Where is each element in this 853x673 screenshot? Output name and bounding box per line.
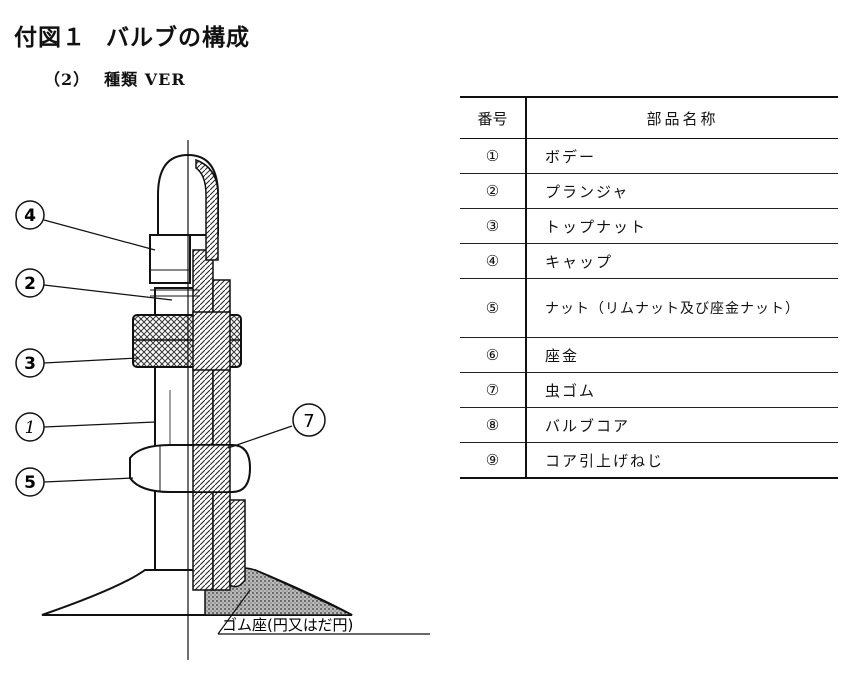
callout-label: 2 (24, 274, 36, 294)
figure-subtitle: （2） 種類 VER (44, 66, 186, 90)
column-header-name: 部品名称 (526, 96, 838, 139)
part-name: ボデー (526, 138, 838, 174)
column-header-number: 番号 (460, 96, 527, 139)
part-number: ③ (460, 208, 527, 244)
part-number: ⑨ (460, 442, 527, 479)
callout-5: 5 (15, 467, 45, 497)
callout-2: 2 (15, 268, 45, 298)
part-name: プランジャ (526, 173, 838, 209)
part-name: キャップ (526, 243, 838, 279)
part-name: 座金 (526, 337, 838, 373)
callout-7: 7 (292, 403, 326, 437)
part-name: コア引上げねじ (526, 442, 838, 479)
part-number: ⑥ (460, 337, 527, 373)
figure-title: 付図１ バルブの構成 (14, 18, 250, 52)
callout-label: 5 (24, 473, 36, 493)
part-number: ① (460, 138, 527, 174)
subtitle-label: 種類 VER (104, 70, 186, 89)
part-number: ② (460, 173, 527, 209)
callout-4: 4 (15, 200, 45, 230)
valve-body (154, 249, 246, 591)
part-name: 虫ゴム (526, 372, 838, 408)
table-header-row: 番号 部品名称 (460, 96, 838, 139)
subtitle-number: （2） (44, 70, 91, 89)
figure-title-text: バルブの構成 (106, 25, 250, 51)
part-number: ⑦ (460, 372, 527, 408)
callout-label: 3 (24, 354, 36, 374)
part-name: バルブコア (526, 407, 838, 443)
part-name: ナット（リムナット及び座金ナット） (526, 278, 838, 338)
rubber-seat (41, 567, 353, 616)
part-number: ⑧ (460, 407, 527, 443)
valve-diagram: 4 2 3 1 5 7 ゴム座(円又はだ円) (15, 140, 430, 660)
rubber-seat-label: ゴム座(円又はだ円) (222, 616, 353, 634)
callout-label: 7 (303, 411, 314, 432)
leader-lines (43, 219, 430, 635)
lower-hex-nut (129, 444, 252, 493)
callout-label: 4 (24, 206, 36, 226)
callout-1: 1 (15, 412, 45, 442)
callout-3: 3 (15, 348, 45, 378)
callout-label: 1 (25, 418, 36, 438)
part-name: トップナット (526, 208, 838, 244)
knurled-top-nut (132, 311, 242, 371)
part-number: ④ (460, 243, 527, 279)
figure-number: 付図１ (14, 25, 86, 51)
part-number: ⑤ (460, 278, 527, 338)
